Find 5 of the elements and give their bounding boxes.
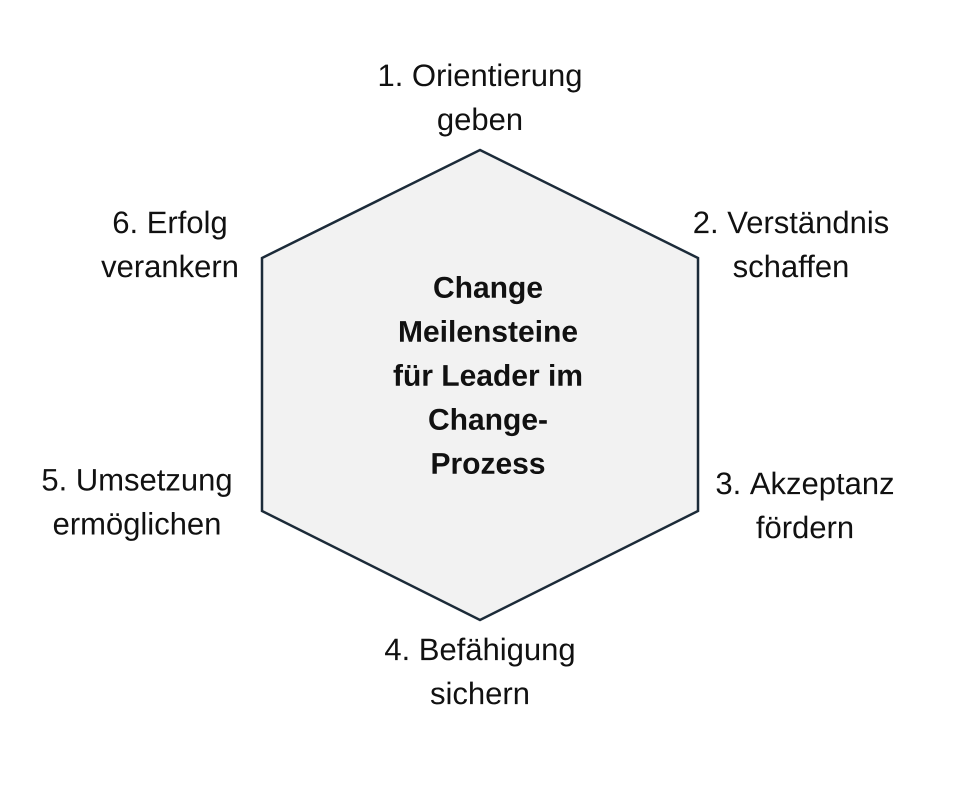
step-label: 4. Befähigung sichern bbox=[385, 638, 574, 704]
step-label: 5. Umsetzung ermöglichen bbox=[42, 469, 231, 541]
step-label: 6. Erfolg verankern bbox=[101, 210, 237, 278]
step-label: 3. Akzeptanz fördern bbox=[716, 472, 894, 538]
step-label: 1. Orientierung geben bbox=[380, 64, 580, 136]
